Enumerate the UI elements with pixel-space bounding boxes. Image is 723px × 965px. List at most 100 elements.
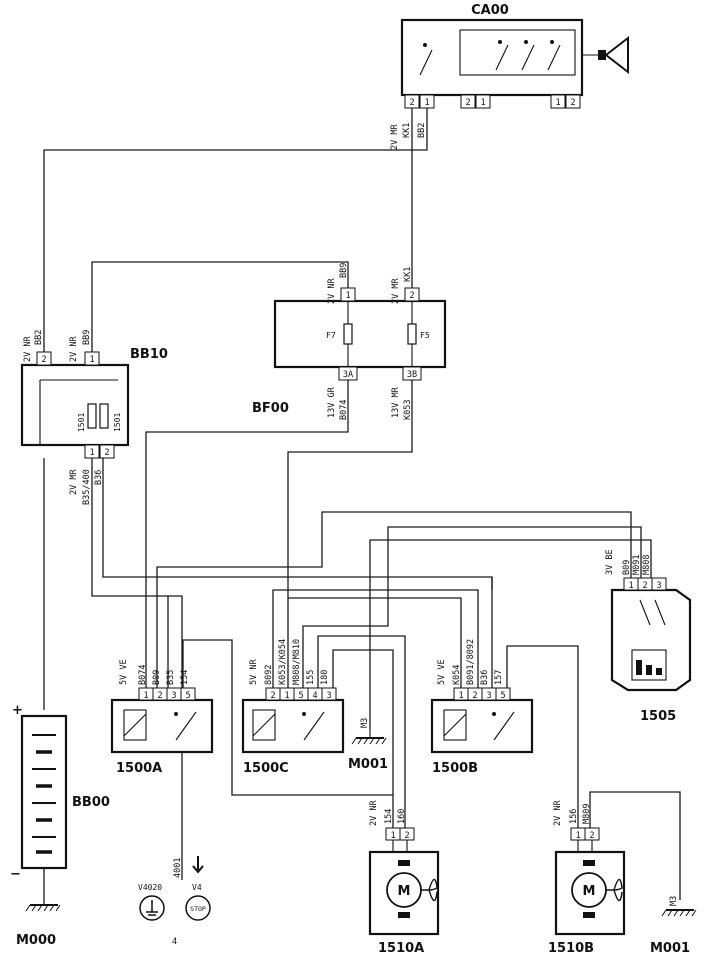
- relay-a-pin-5: 5: [185, 691, 190, 701]
- fuse-f5-label: F5: [420, 331, 430, 340]
- ca00-pin-c1: 1: [555, 98, 560, 108]
- ca00-pin-2: 2: [409, 98, 414, 108]
- relay-1500c: 2 1 5 4 3 1500C: [241, 687, 345, 776]
- bf00-wire-b074: B074: [339, 400, 349, 420]
- m001-mid-label: M001: [348, 757, 388, 772]
- bf00-pin-2: 2: [409, 291, 414, 301]
- bb10-pin-1: 1: [89, 355, 94, 365]
- bb10-wire-bb2: BB2: [34, 330, 44, 345]
- stop-text: STOP: [190, 905, 206, 913]
- motor-a-wire-spec: 2V NR: [369, 800, 379, 826]
- relay-a-pin-3: 3: [171, 691, 176, 701]
- relay-a-pin-2: 2: [157, 691, 162, 701]
- ground-m000: M000: [16, 904, 61, 948]
- r1505-wire-m091: M091: [632, 555, 642, 575]
- bf00-wire-spec-3: 13V GR: [327, 386, 337, 418]
- wire-harness: [43, 108, 681, 905]
- bb10-pin-2: 2: [41, 355, 46, 365]
- motor-b-wire-spec: 2V NR: [553, 800, 563, 826]
- fuse-1501-right: 1501: [113, 413, 122, 432]
- relay-a-pin-1: 1: [143, 691, 148, 701]
- bb10-wire-bb9: BB9: [82, 330, 92, 345]
- motor-a-pin-2: 2: [404, 831, 409, 841]
- motor-1510a-label: 1510A: [378, 941, 424, 956]
- ca00-wire-spec: 2V MR: [390, 124, 400, 150]
- bb10-wire-spec-3: 2V MR: [69, 469, 79, 495]
- ca00-label: CA00: [471, 3, 509, 18]
- motor-a-pin-1: 1: [390, 831, 395, 841]
- r1505-pin-3: 3: [656, 581, 661, 591]
- relay-c-wire-m808-m810: M808/M810: [292, 639, 302, 685]
- relay-b-wire-b091-8092: B091/8092: [466, 639, 476, 685]
- warning-v4-stop: STOP V4: [185, 856, 211, 921]
- relay-a-wire-b35: B35: [166, 670, 176, 685]
- bb10-wire-spec-2: 2V NR: [69, 336, 79, 362]
- ca00-ignition-switch: CA00 2 1 2 1 1 2: [400, 3, 629, 109]
- relay-1500a-label: 1500A: [116, 761, 162, 776]
- relay-b-wire-157: 157: [494, 670, 504, 685]
- battery-bb00-label: BB00: [72, 795, 110, 810]
- relay-c-wire-k053-k054: K053/K054: [278, 639, 288, 685]
- key-icon: [582, 35, 629, 75]
- r1505-pin-2: 2: [642, 581, 647, 591]
- relay-1500b: 1 2 3 5 1500B: [430, 687, 534, 776]
- sensor-1505: 1 2 3 1505: [610, 577, 692, 724]
- relay-c-wire-8092: 8092: [264, 665, 274, 685]
- r1505-pin-1: 1: [628, 581, 633, 591]
- relay-c-pin-1: 1: [284, 691, 289, 701]
- relay-a-wire-154: 154: [180, 670, 190, 685]
- relay-1500b-label: 1500B: [432, 761, 478, 776]
- relay-b-pin-5: 5: [500, 691, 505, 701]
- relay-c-pin-2: 2: [270, 691, 275, 701]
- battery-minus: −: [10, 867, 21, 882]
- relay-b-wire-spec: 5V VE: [437, 659, 447, 685]
- ca00-pin-b2: 2: [465, 98, 470, 108]
- m000-label: M000: [16, 933, 56, 948]
- bb10-fuse-holder: 2 1 1 2 1501 1501 BB10: [20, 347, 168, 459]
- fuse-f7-label: F7: [326, 331, 336, 340]
- relay-c-pin-4: 4: [312, 691, 317, 701]
- motor-a-wire-160: 160: [397, 809, 407, 824]
- relay-c-wire-spec: 5V NR: [249, 659, 259, 685]
- ref-4: 4: [172, 937, 177, 947]
- bf00-pin-3a: 3A: [343, 370, 353, 380]
- relay-c-wire-180: 180: [320, 670, 330, 685]
- m001-right-label: M001: [650, 941, 690, 956]
- motor-b-wire-156: 156: [569, 809, 579, 824]
- relay-b-pin-3: 3: [486, 691, 491, 701]
- battery-plus: +: [12, 703, 23, 718]
- relay-c-pin-5: 5: [298, 691, 303, 701]
- r1505-wire-spec: 3V BE: [605, 549, 615, 575]
- bb10-wire-spec-1: 2V NR: [23, 336, 33, 362]
- relay-b-wire-k054: K054: [452, 665, 462, 685]
- ca00-pin-c2: 2: [570, 98, 575, 108]
- ca00-pin-b1: 1: [480, 98, 485, 108]
- relay-b-pin-1: 1: [458, 691, 463, 701]
- motor-b-pin-1: 1: [575, 831, 580, 841]
- r1505-wire-b09: B09: [622, 560, 632, 575]
- relay-c-wire-155: 155: [306, 670, 316, 685]
- relay-b-wire-b36: B36: [480, 670, 490, 685]
- ground-m3-right: M3: [669, 896, 679, 906]
- fan-motor-1510a: 1 2 M 1510A: [368, 827, 440, 956]
- bf00-wire-spec-4: 13V MR: [391, 386, 401, 418]
- bf00-wire-k053: K053: [403, 400, 413, 420]
- bf00-pin-3b: 3B: [407, 370, 417, 380]
- relay-b-pin-2: 2: [472, 691, 477, 701]
- relay-1500c-label: 1500C: [243, 761, 289, 776]
- ca00-wire-bb2: BB2: [417, 123, 427, 138]
- bf00-wire-kk1: KK1: [403, 267, 413, 282]
- motor-a-letter: M: [398, 884, 411, 899]
- wire-4001: 4001: [173, 858, 183, 878]
- bf00-wire-spec-2: 2V MR: [391, 278, 401, 304]
- bb10-wire-b35-400: B35/400: [82, 469, 92, 505]
- bf00-label: BF00: [252, 401, 289, 416]
- warning-v4020: V4020: [138, 883, 165, 921]
- motor-b-letter: M: [583, 884, 596, 899]
- bf00-pin-1: 1: [345, 291, 350, 301]
- r1505-wire-m808: M808: [642, 555, 652, 575]
- ca00-pin-1: 1: [424, 98, 429, 108]
- motor-1510b-label: 1510B: [548, 941, 594, 956]
- relay-a-wire-b074: B074: [138, 665, 148, 685]
